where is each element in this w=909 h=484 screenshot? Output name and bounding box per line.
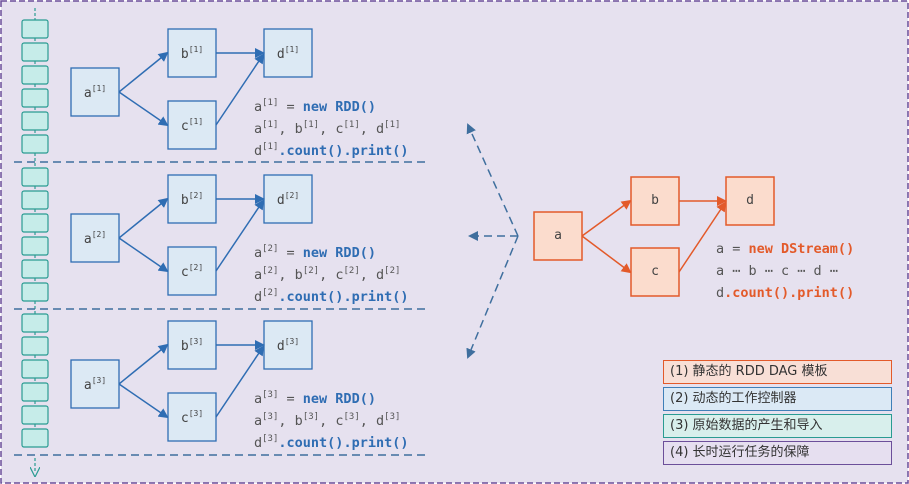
- template-label-d: d: [746, 193, 754, 208]
- rdd-node-label-a: a[2]: [83, 230, 107, 247]
- rdd-node-label-d: d[2]: [276, 191, 300, 208]
- rdd-edge: [215, 345, 265, 418]
- template-label-a: a: [554, 228, 562, 243]
- rdd-node-label-d: d[3]: [276, 337, 300, 354]
- rdd-node-b: [167, 28, 217, 78]
- template-label-c: c: [651, 264, 659, 279]
- rdd-node-label-d: d[1]: [276, 45, 300, 62]
- template-code-line-2: a ⋯ b ⋯ c ⋯ d ⋯: [716, 263, 838, 279]
- template-to-instance-arrows: [466, 123, 519, 359]
- template-label-b: b: [651, 193, 659, 208]
- rdd-code-line-1: a[3] = new RDD(): [254, 390, 376, 407]
- stream-cell: [21, 336, 49, 356]
- stream-cell: [21, 259, 49, 279]
- rdd-node-b: [167, 320, 217, 370]
- rdd-node-a: [70, 213, 120, 263]
- rdd-code-line-3: d[2].count().print(): [254, 288, 409, 305]
- rdd-edge: [118, 51, 169, 93]
- stream-cell: [21, 213, 49, 233]
- rdd-edge: [118, 343, 169, 385]
- rdd-code-line-2: a[2], b[2], c[2], d[2]: [254, 266, 401, 283]
- stream-cell: [21, 167, 49, 187]
- legend-item-1: (1) 静态的 RDD DAG 模板: [663, 360, 892, 384]
- rdd-code-line-2: a[3], b[3], c[3], d[3]: [254, 412, 401, 429]
- rdd-code-line-3: d[1].count().print(): [254, 142, 409, 159]
- stream-cell: [21, 42, 49, 62]
- legend-item-4: (4) 长时运行任务的保障: [663, 441, 892, 465]
- rdd-edge: [118, 197, 169, 239]
- legend-item-3: (3) 原始数据的产生和导入: [663, 414, 892, 438]
- rdd-node-d: [263, 28, 313, 78]
- rdd-edge: [118, 237, 169, 273]
- rdd-node-a: [70, 67, 120, 117]
- stream-cell: [21, 190, 49, 210]
- rdd-node-d: [263, 174, 313, 224]
- rdd-node-label-b: b[1]: [180, 45, 204, 62]
- stream-cell: [21, 405, 49, 425]
- rdd-node-label-b: b[3]: [180, 337, 204, 354]
- rdd-node-c: [167, 392, 217, 442]
- rdd-node-c: [167, 100, 217, 150]
- rdd-node-label-b: b[2]: [180, 191, 204, 208]
- rdd-node-label-a: a[1]: [83, 84, 107, 101]
- template-node-a: [533, 211, 583, 261]
- stream-cell: [21, 134, 49, 154]
- stream-column: [21, 8, 49, 472]
- rdd-node-a: [70, 359, 120, 409]
- rdd-code-line-3: d[3].count().print(): [254, 434, 409, 451]
- rdd-node-c: [167, 246, 217, 296]
- rdd-edge: [215, 199, 265, 272]
- stream-cell: [21, 111, 49, 131]
- rdd-node-label-c: c[2]: [180, 263, 204, 280]
- stream-cell: [21, 236, 49, 256]
- template-code-line-1: a = new DStream(): [716, 241, 855, 257]
- rdd-code-line-1: a[2] = new RDD(): [254, 244, 376, 261]
- stream-cell: [21, 428, 49, 448]
- template-node-c: [630, 247, 680, 297]
- rdd-code-line-2: a[1], b[1], c[1], d[1]: [254, 120, 401, 137]
- rdd-edge: [118, 91, 169, 127]
- stream-cell: [21, 313, 49, 333]
- rdd-edge: [118, 383, 169, 419]
- rdd-code-line-1: a[1] = new RDD(): [254, 98, 376, 115]
- template-code-line-3: d.count().print(): [716, 285, 855, 301]
- stream-cell: [21, 359, 49, 379]
- template-node-d: [725, 176, 775, 226]
- rdd-node-label-c: c[1]: [180, 117, 204, 134]
- stream-cell: [21, 65, 49, 85]
- stream-cell: [21, 19, 49, 39]
- stream-cell: [21, 282, 49, 302]
- stream-cell: [21, 88, 49, 108]
- rdd-edge: [215, 53, 265, 126]
- legend-item-2: (2) 动态的工作控制器: [663, 387, 892, 411]
- dstream-template: [533, 176, 775, 297]
- rdd-node-label-c: c[3]: [180, 409, 204, 426]
- stream-cell: [21, 382, 49, 402]
- rdd-node-label-a: a[3]: [83, 376, 107, 393]
